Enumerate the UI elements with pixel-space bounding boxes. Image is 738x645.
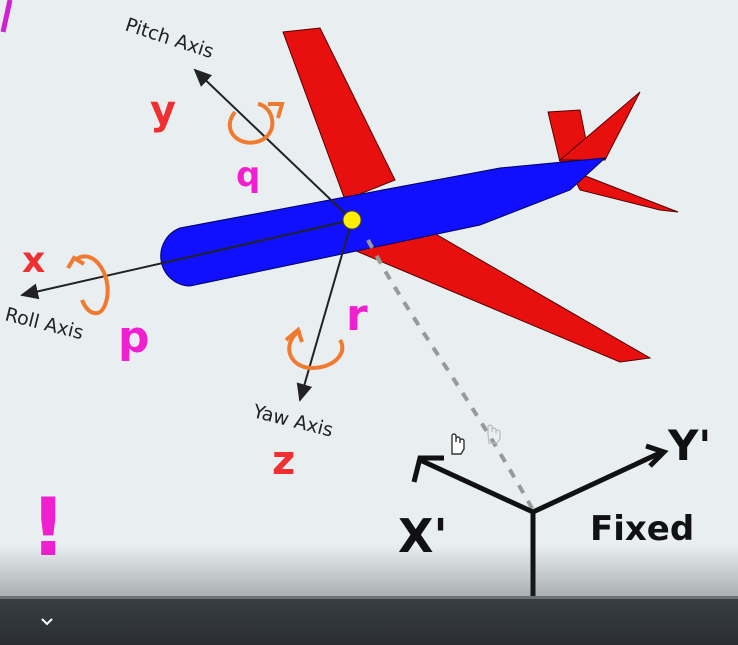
handwritten-x-prime: X' <box>398 509 448 563</box>
chevron-down-icon[interactable] <box>38 612 56 630</box>
handwritten-p: p <box>118 312 150 363</box>
yaw-rotation-arrow <box>287 328 345 371</box>
progress-track[interactable] <box>0 596 738 599</box>
handwritten-y-prime: Y' <box>667 421 711 470</box>
upper-wing <box>282 27 396 201</box>
fixed-x-axis <box>418 457 535 515</box>
lower-tailplane <box>568 169 679 213</box>
handwritten-fixed: Fixed <box>590 509 694 549</box>
handwritten-y: y <box>150 88 176 134</box>
roll-axis-line <box>20 219 353 300</box>
yaw-axis-line <box>296 219 353 402</box>
pitch-axis-line <box>193 68 353 221</box>
ink-stroke <box>0 0 13 33</box>
chevron-down-glyph <box>41 618 53 626</box>
fixed-y-axis <box>531 449 664 515</box>
yaw-rotation-arrowhead <box>284 326 304 343</box>
hand-cursor-icon <box>487 424 501 444</box>
handwritten-r: r <box>346 290 368 341</box>
handwritten-exclaim: ! <box>30 481 66 574</box>
pitch-axis-label: Pitch Axis <box>122 14 216 63</box>
fuselage <box>160 157 607 287</box>
roll-rotation-arrow <box>73 254 110 316</box>
fixed-x-arrowhead <box>411 455 444 483</box>
pitch-rotation-arrowhead <box>268 102 285 119</box>
hand-cursor-icon <box>451 433 465 455</box>
player-control-bar <box>0 596 738 645</box>
handwritten-x: x <box>22 240 45 281</box>
roll-rotation-arrowhead <box>66 255 86 270</box>
pitch-rotation-arrow <box>227 102 275 145</box>
handwritten-q: q <box>236 155 260 195</box>
center-of-gravity-dot <box>342 210 362 230</box>
yaw-axis-label: Yaw Axis <box>250 400 336 441</box>
handwritten-z: z <box>272 438 295 484</box>
fixed-y-arrowhead <box>645 443 669 468</box>
roll-axis-label: Roll Axis <box>3 304 86 345</box>
